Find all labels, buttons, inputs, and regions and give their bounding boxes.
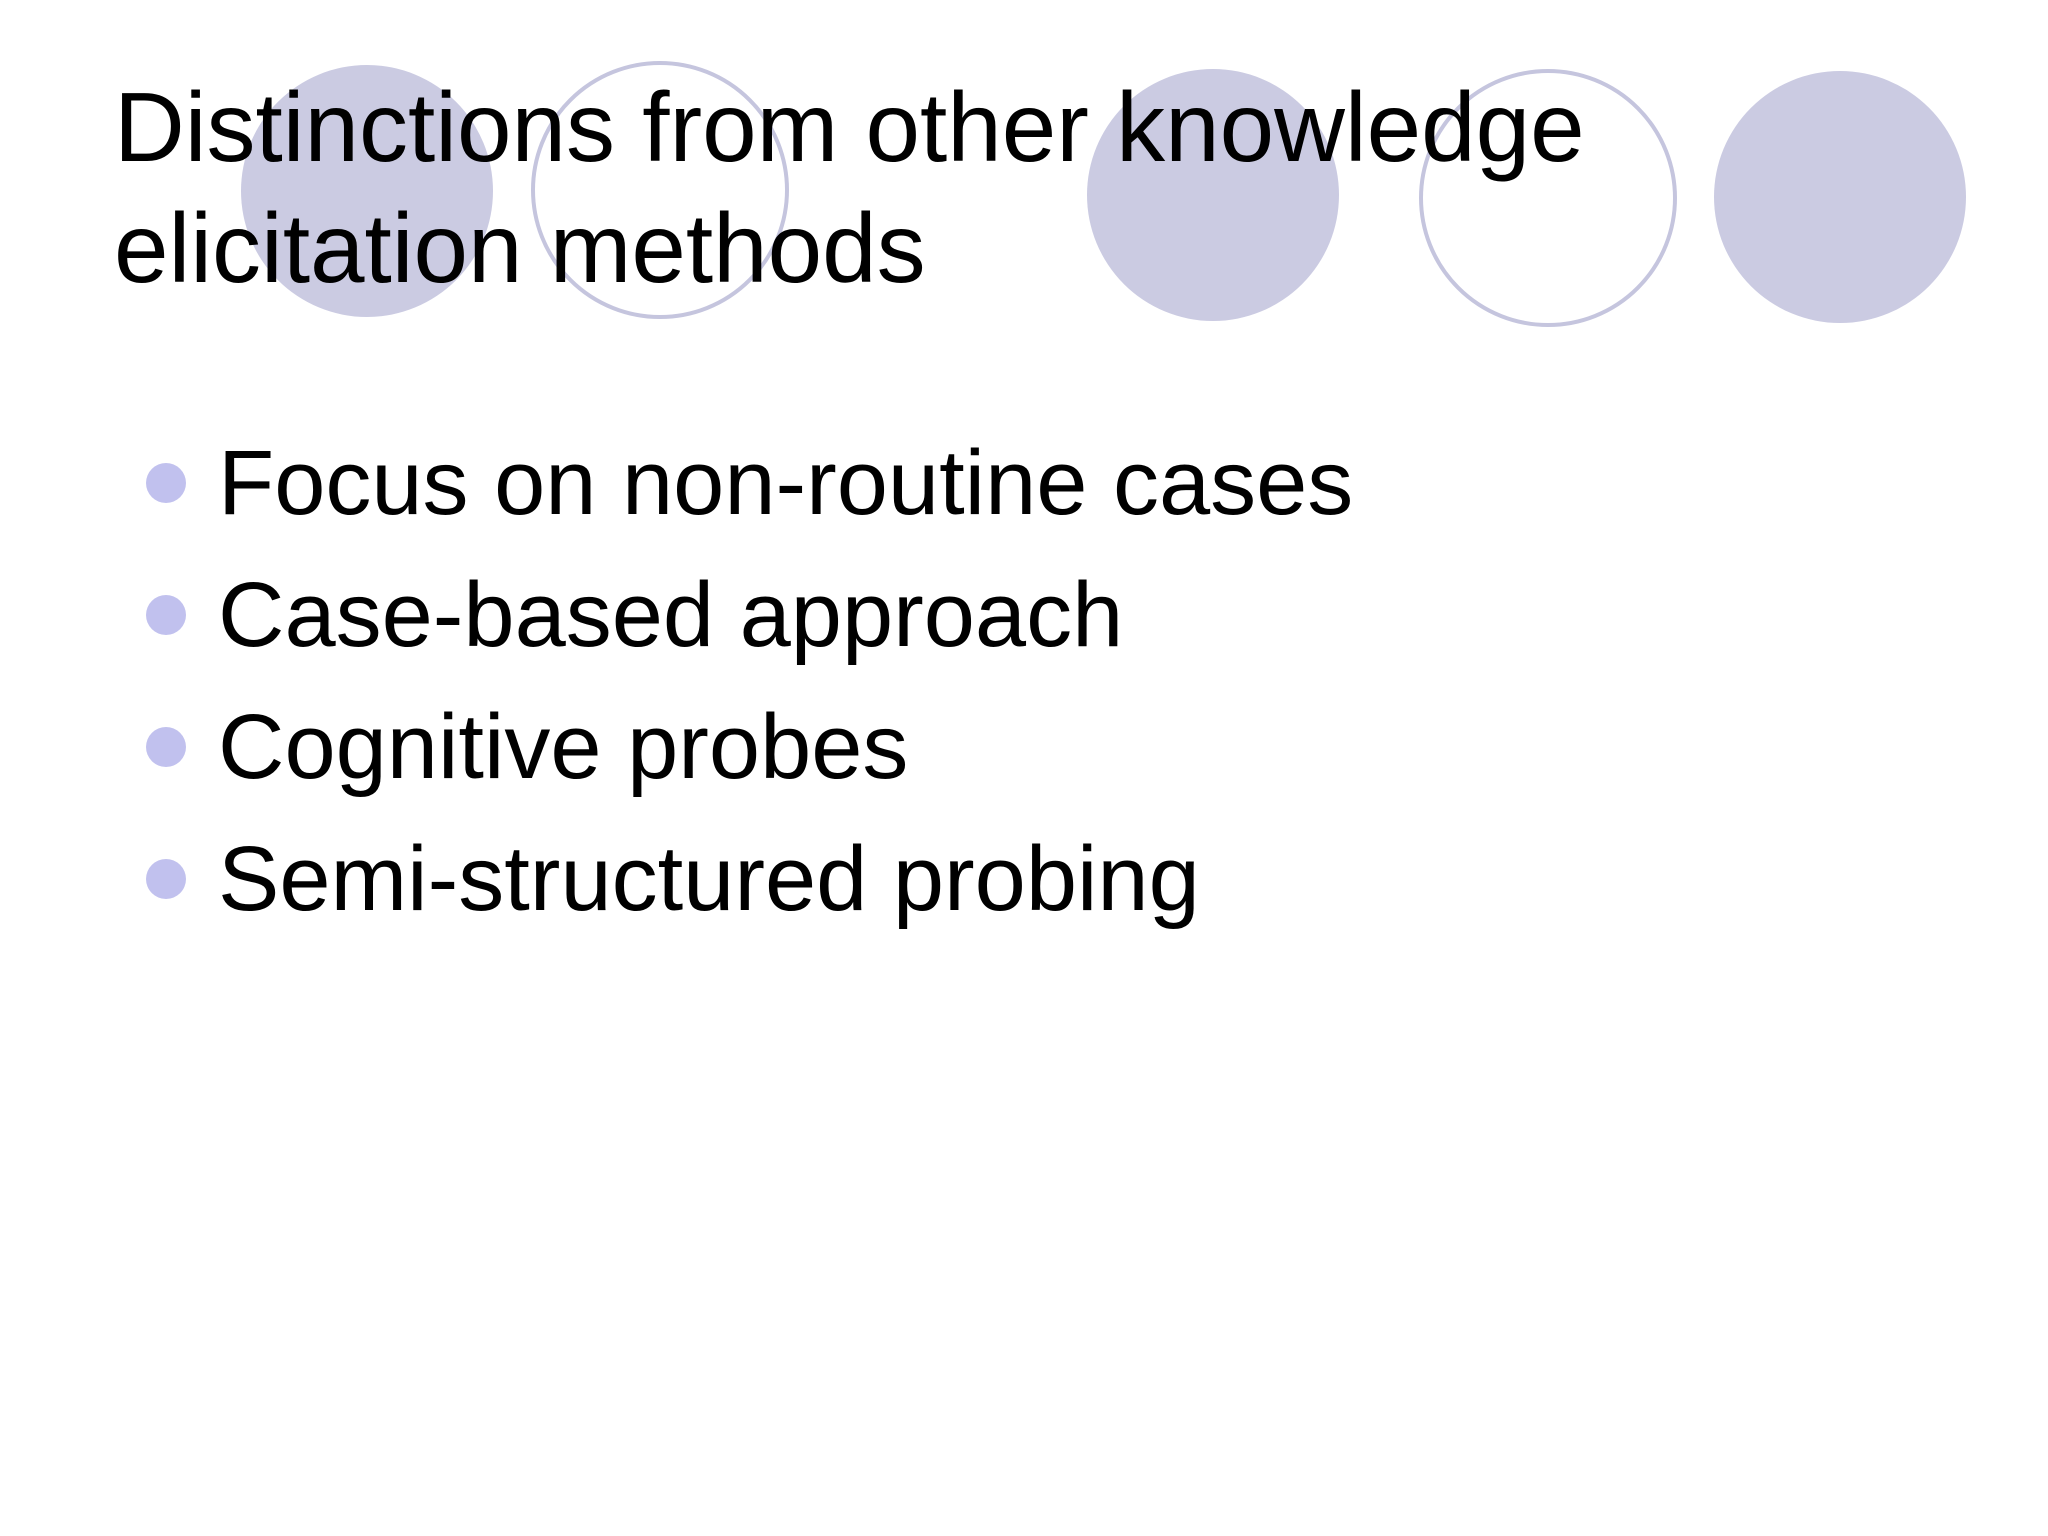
decorative-circle-filled-3 xyxy=(1714,71,1966,323)
bullet-list: Focus on non-routine cases Case-based ap… xyxy=(146,417,1353,945)
bullet-item: Focus on non-routine cases xyxy=(146,417,1353,549)
bullet-icon xyxy=(146,595,186,635)
bullet-item: Semi-structured probing xyxy=(146,813,1353,945)
slide-title: Distinctions from other knowledge elicit… xyxy=(114,72,1585,303)
bullet-label: Case-based approach xyxy=(218,564,1124,666)
bullet-icon xyxy=(146,727,186,767)
bullet-label: Semi-structured probing xyxy=(218,828,1200,930)
decorative-circle-outline-1 xyxy=(531,61,789,319)
bullet-item: Cognitive probes xyxy=(146,681,1353,813)
decorative-circle-outline-2 xyxy=(1419,69,1677,327)
bullet-icon xyxy=(146,859,186,899)
bullet-label: Cognitive probes xyxy=(218,696,909,798)
bullet-icon xyxy=(146,463,186,503)
decorative-circle-filled-2 xyxy=(1087,69,1339,321)
bullet-label: Focus on non-routine cases xyxy=(218,432,1354,534)
bullet-item: Case-based approach xyxy=(146,549,1353,681)
decorative-circle-filled-1 xyxy=(241,65,493,317)
